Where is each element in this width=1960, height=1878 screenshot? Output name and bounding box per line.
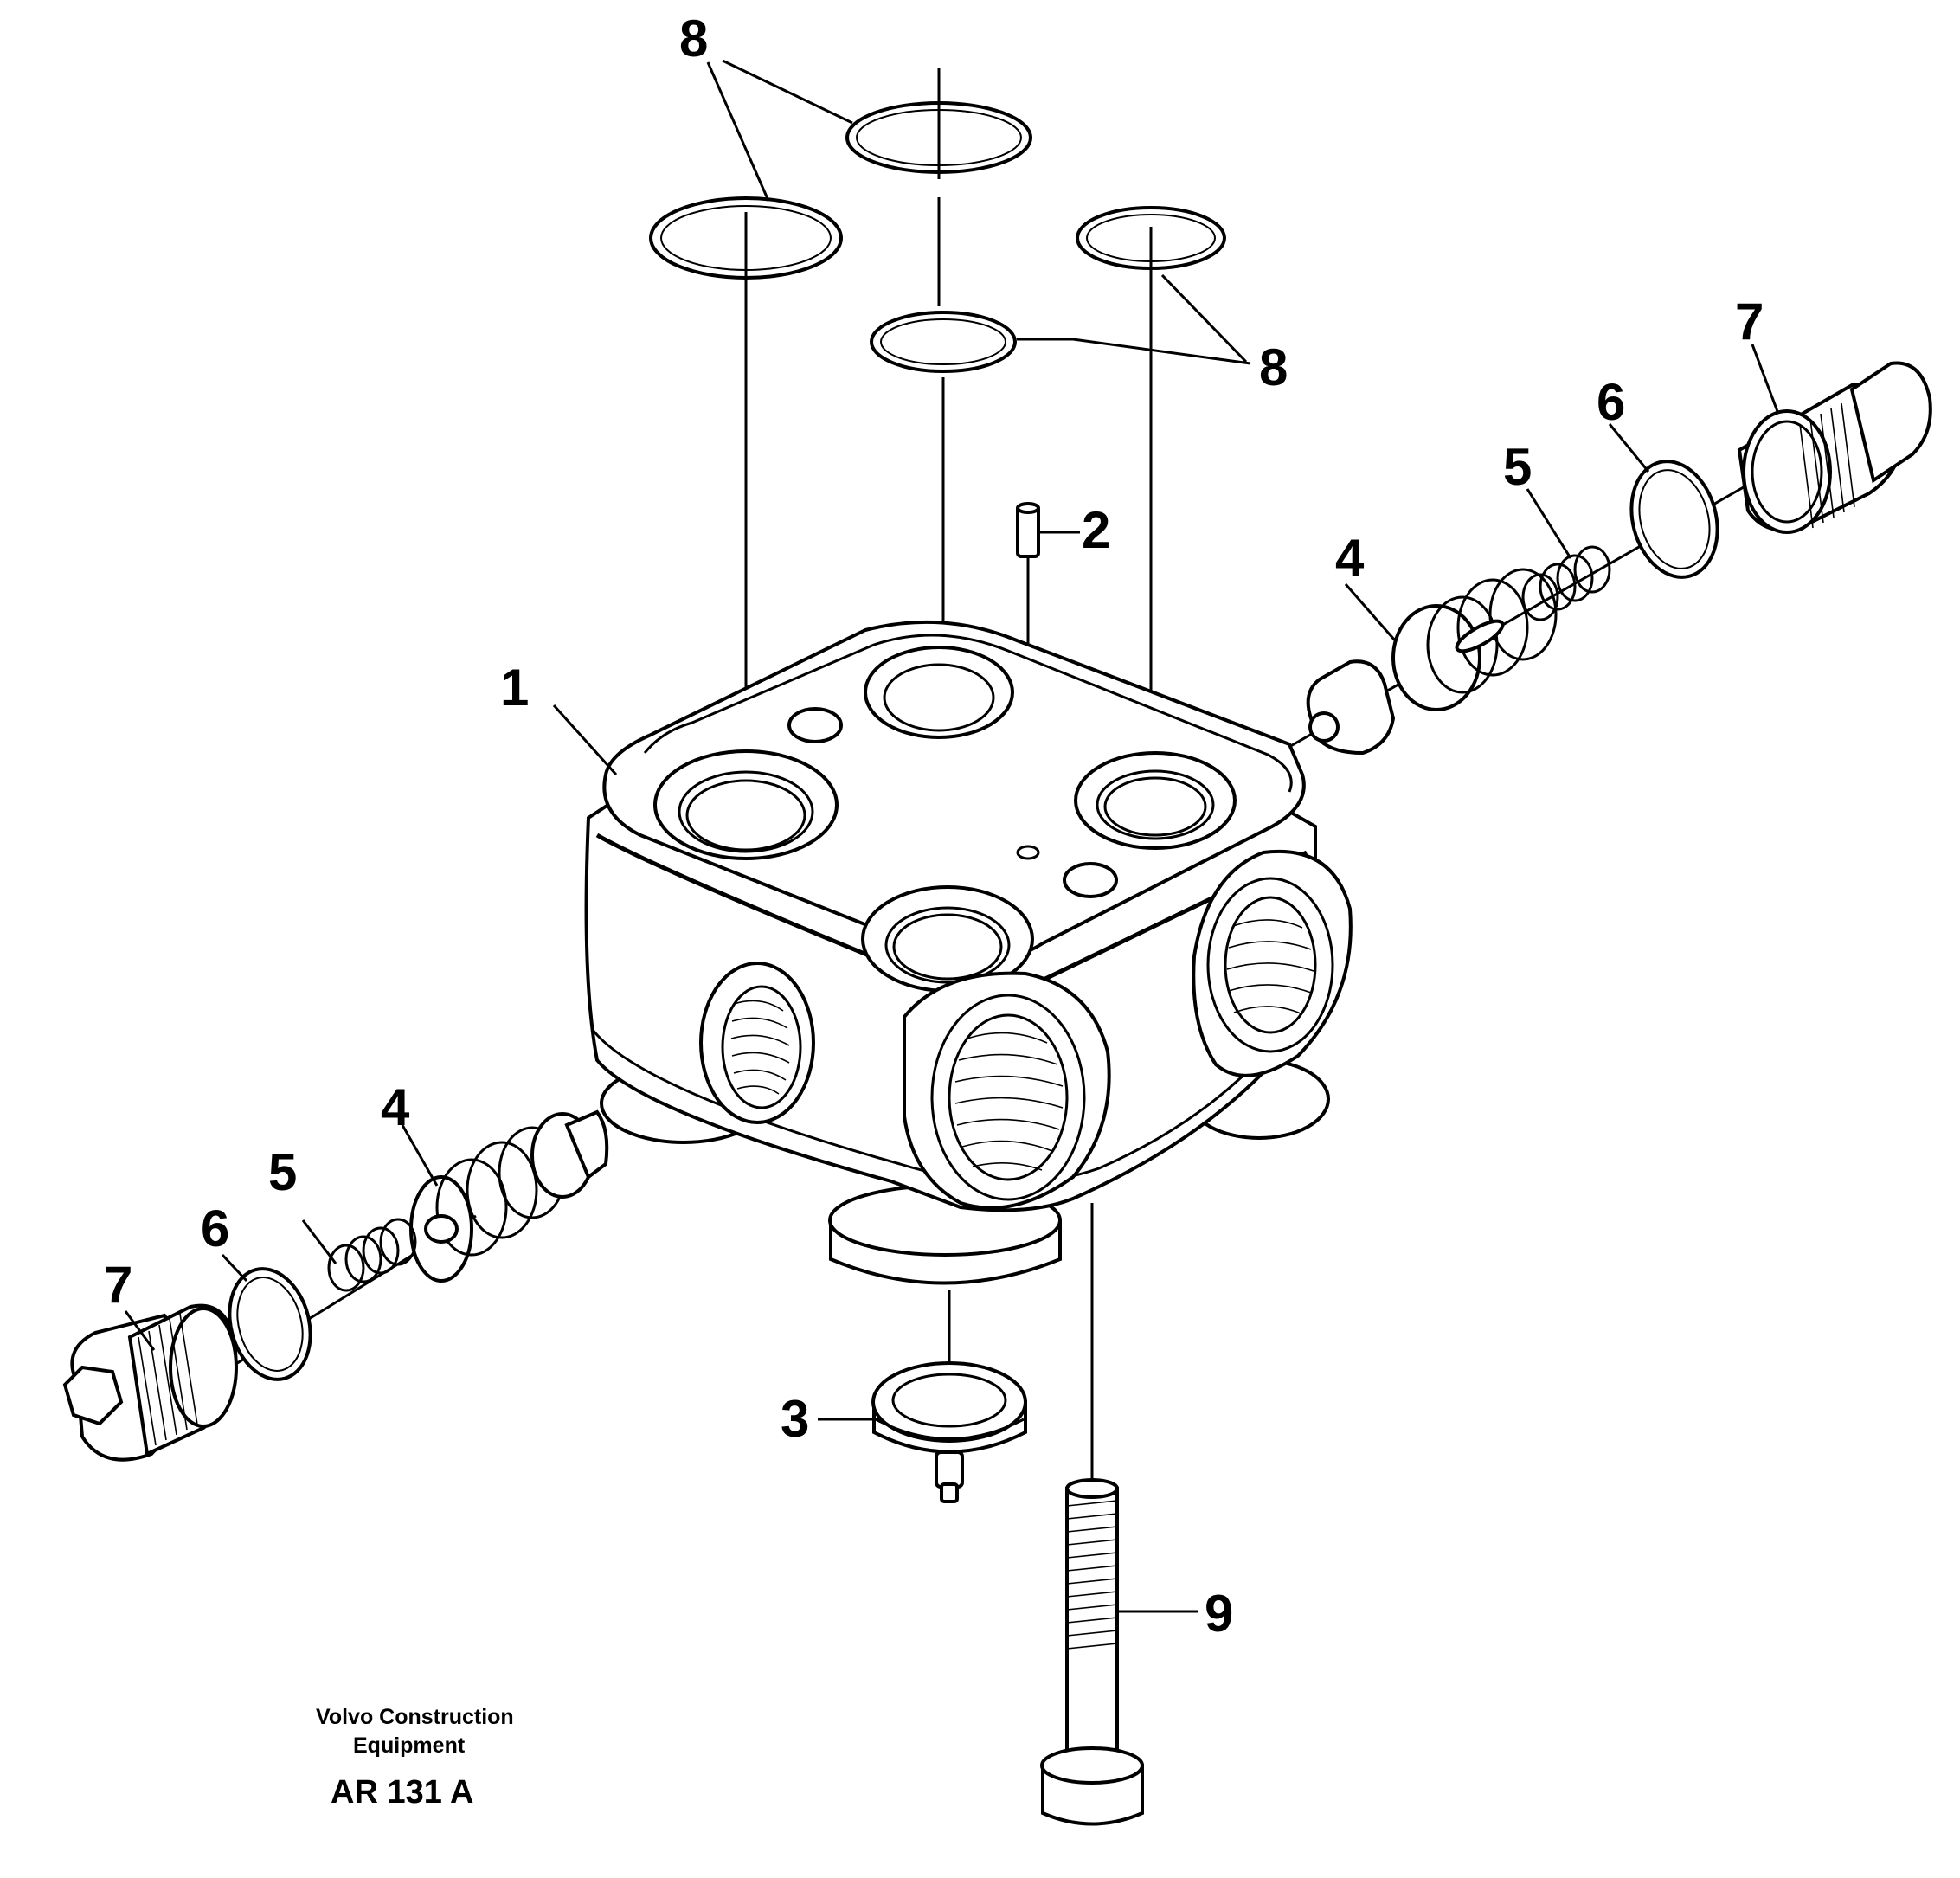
drawing-code: AR 131 A	[331, 1774, 473, 1810]
spring-left	[327, 1218, 417, 1292]
o-ring-side-left	[228, 1267, 312, 1381]
plug-left	[62, 1303, 238, 1462]
callout-6-right: 6	[1597, 373, 1625, 431]
callout-9: 9	[1205, 1585, 1233, 1643]
footer: Volvo Construction Equipment AR 131 A	[316, 1705, 514, 1810]
callout-8-top: 8	[679, 10, 708, 68]
valve-block-housing	[584, 620, 1353, 1285]
callout-4-left: 4	[381, 1078, 410, 1136]
callout-1: 1	[500, 659, 529, 717]
valve-cartridge-right	[1306, 568, 1558, 756]
footer-company: Volvo Construction	[316, 1705, 514, 1729]
callout-7-right: 7	[1735, 293, 1764, 351]
callout-8-right: 8	[1259, 338, 1288, 396]
o-ring-side-right	[1629, 460, 1719, 579]
plug-right	[1737, 361, 1932, 534]
callout-7-left: 7	[104, 1256, 132, 1314]
callout-3: 3	[781, 1390, 809, 1448]
leader-lines	[124, 59, 1780, 1613]
o-ring-center-small	[870, 311, 1017, 373]
bolt	[1040, 1478, 1144, 1826]
check-valve	[871, 1361, 1027, 1503]
callout-5-right: 5	[1503, 438, 1532, 496]
callout-4-right: 4	[1335, 529, 1365, 587]
valve-cartridge-left	[409, 1109, 609, 1283]
callout-6-left: 6	[201, 1199, 229, 1257]
callout-5-left: 5	[268, 1143, 297, 1201]
spring-right	[1521, 545, 1611, 621]
callout-2: 2	[1082, 501, 1110, 559]
footer-company-line2: Equipment	[353, 1733, 466, 1758]
callout-labels: 1 2 3 4 4 5 5 6 6 7 7 8 8 9	[104, 10, 1764, 1643]
pin	[1016, 502, 1040, 558]
